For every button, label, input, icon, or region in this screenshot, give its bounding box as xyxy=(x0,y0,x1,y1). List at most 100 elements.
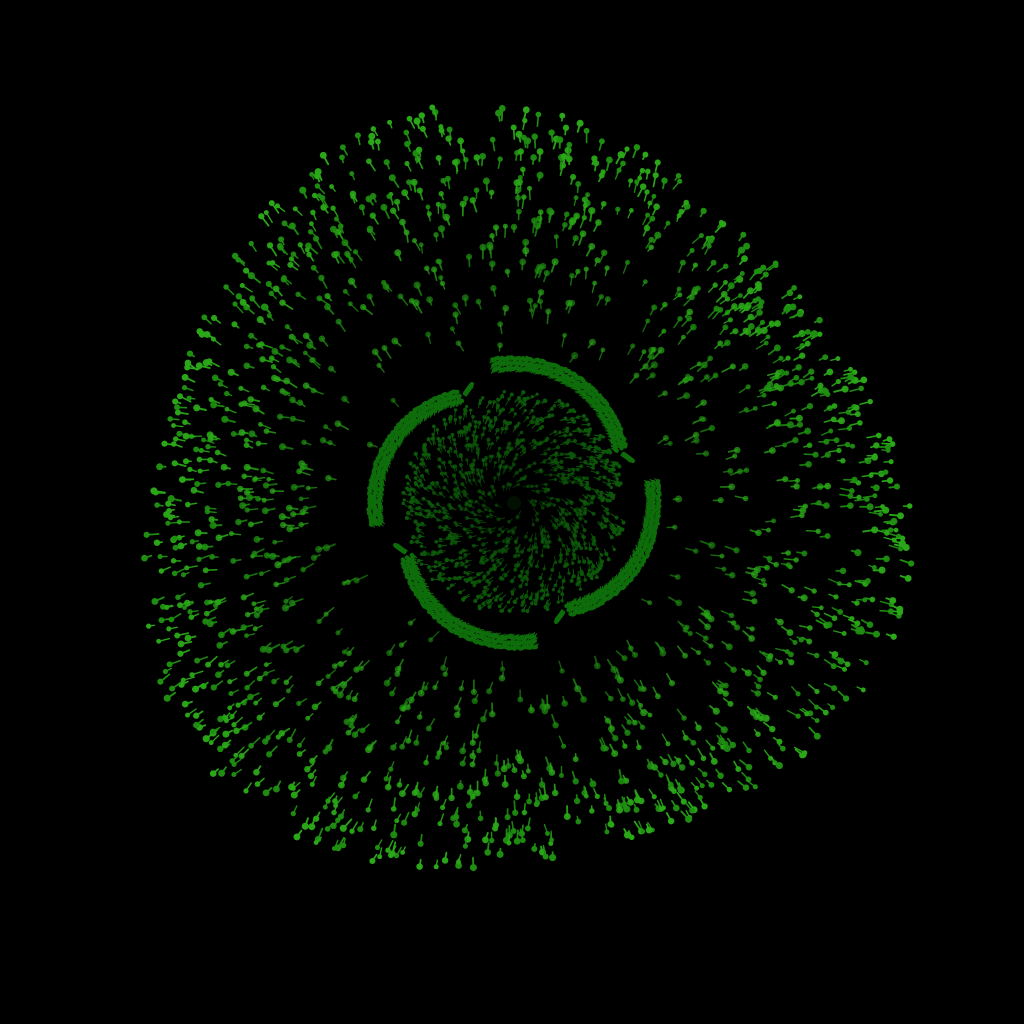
outer-particle xyxy=(525,763,531,774)
outer-particle xyxy=(322,742,332,755)
outer-particle xyxy=(174,409,189,416)
outer-particle xyxy=(633,803,640,813)
outer-particle xyxy=(243,666,258,677)
outer-particle xyxy=(237,495,248,502)
outer-particle xyxy=(456,853,462,865)
outer-particle xyxy=(237,485,253,493)
outer-particle xyxy=(745,405,758,413)
outer-particle xyxy=(802,368,815,379)
outer-particle xyxy=(850,627,862,635)
outer-particle xyxy=(390,397,400,408)
outer-particle xyxy=(329,184,336,192)
outer-particle xyxy=(414,802,421,813)
outer-particle xyxy=(360,304,373,316)
outer-particle xyxy=(167,416,180,422)
outer-particle xyxy=(559,112,566,122)
outer-particle xyxy=(166,626,178,632)
outer-particle xyxy=(734,302,746,312)
outer-particle xyxy=(543,823,550,836)
outer-particle xyxy=(390,823,398,839)
outer-particle xyxy=(279,344,292,352)
outer-particle xyxy=(712,497,724,504)
outer-particle xyxy=(389,686,397,697)
outer-particle xyxy=(681,199,689,208)
outer-particle xyxy=(178,476,192,483)
outer-particle xyxy=(484,842,492,856)
outer-particle xyxy=(703,658,712,666)
outer-particle xyxy=(352,791,360,800)
outer-particle xyxy=(262,787,273,797)
outer-particle xyxy=(667,753,677,768)
outer-particle xyxy=(818,706,829,716)
outer-particle xyxy=(690,647,702,656)
outer-particle xyxy=(341,647,349,655)
outer-particle xyxy=(769,320,781,328)
outer-particle xyxy=(323,424,332,431)
outer-particle xyxy=(405,729,413,744)
outer-particle xyxy=(637,720,646,731)
outer-particle xyxy=(781,550,792,556)
outer-particle xyxy=(306,341,317,350)
outer-particle xyxy=(494,754,499,766)
outer-particle xyxy=(695,631,709,641)
outer-particle xyxy=(783,557,799,563)
outer-particle xyxy=(741,771,752,783)
outer-particle xyxy=(519,258,527,271)
outer-particle xyxy=(839,493,854,500)
outer-particle xyxy=(672,178,683,190)
outer-particle xyxy=(452,311,459,325)
outer-particle xyxy=(345,252,352,264)
outer-particle xyxy=(782,355,791,363)
outer-particle xyxy=(192,684,203,693)
outer-particle xyxy=(286,356,301,368)
outer-particle xyxy=(279,299,294,310)
outer-particle xyxy=(721,640,733,651)
outer-particle xyxy=(262,737,271,745)
outer-particle xyxy=(495,109,502,122)
outer-particle xyxy=(522,247,530,257)
outer-particle xyxy=(551,783,559,797)
outer-particle xyxy=(756,392,767,398)
outer-particle xyxy=(221,739,232,749)
outer-particle xyxy=(526,297,534,308)
outer-particle xyxy=(161,440,177,447)
outer-particle xyxy=(764,518,777,524)
outer-particle xyxy=(305,485,318,491)
outer-particle xyxy=(667,596,683,607)
outer-particle xyxy=(181,384,194,392)
outer-particle xyxy=(736,246,746,258)
outer-particle xyxy=(840,487,855,494)
outer-particle xyxy=(206,358,220,368)
outer-particle xyxy=(247,396,261,403)
outer-particle xyxy=(627,343,636,356)
outer-particle xyxy=(171,568,186,577)
outer-particle xyxy=(820,451,831,459)
outer-particle xyxy=(689,361,702,370)
outer-particle xyxy=(498,105,506,122)
outer-particle xyxy=(734,495,749,502)
outer-particle xyxy=(435,201,441,215)
outer-particle xyxy=(376,362,385,373)
outer-particle xyxy=(551,713,559,729)
outer-particle xyxy=(285,684,294,694)
outer-particle xyxy=(469,755,476,768)
outer-particle xyxy=(415,146,423,157)
outer-particle xyxy=(756,264,767,273)
outer-particle xyxy=(684,431,700,442)
outer-particle xyxy=(453,697,462,711)
outer-particle xyxy=(849,411,861,418)
outer-particle xyxy=(786,709,801,719)
outer-particle xyxy=(737,780,750,791)
outer-particle xyxy=(528,704,535,714)
outer-particle xyxy=(486,241,494,255)
outer-particle xyxy=(646,372,656,381)
outer-particle xyxy=(205,655,218,668)
outer-particle xyxy=(440,656,448,672)
outer-particle xyxy=(403,129,412,145)
outer-particle xyxy=(453,809,460,820)
outer-particle xyxy=(251,548,265,557)
outer-particle xyxy=(497,156,503,169)
outer-particle xyxy=(512,800,519,816)
outer-particle xyxy=(253,535,264,543)
outer-particle xyxy=(888,483,900,490)
